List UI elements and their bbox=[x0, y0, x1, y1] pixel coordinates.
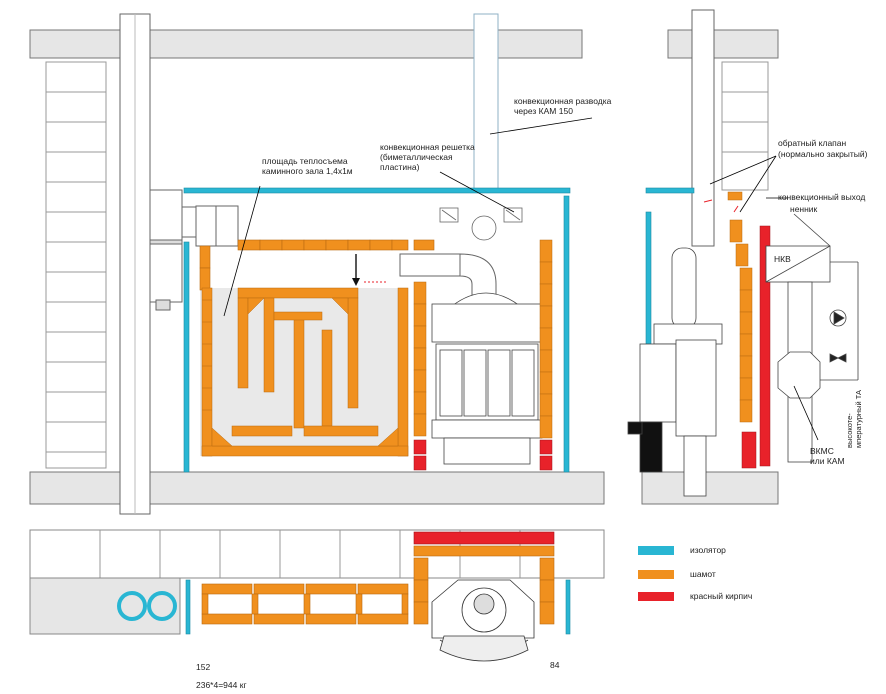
plan-fireplace-insert bbox=[431, 579, 535, 662]
chamotte-channel bbox=[201, 287, 409, 457]
floor-slab bbox=[29, 471, 605, 505]
fireplace-insert bbox=[431, 292, 543, 465]
side-floor-slab bbox=[641, 471, 779, 505]
side-ceiling-slab bbox=[667, 29, 779, 59]
red-marker-1 bbox=[703, 199, 713, 203]
check-valve-label-2: (нормально закрытый) bbox=[778, 149, 868, 159]
side-brick-wall bbox=[721, 61, 769, 191]
convection-routing-label-1: конвекционная разводка bbox=[514, 96, 612, 106]
labels: конвекционная разводка через КАМ 150 кон… bbox=[196, 96, 868, 690]
side-chimney bbox=[691, 9, 715, 247]
legend-swatch-insulator bbox=[638, 546, 674, 555]
plan-view bbox=[29, 529, 605, 662]
vkms-leader bbox=[793, 385, 819, 441]
dimension-84: 84 bbox=[550, 660, 560, 670]
chimney-pipe bbox=[119, 13, 197, 515]
side-red-brick bbox=[741, 225, 771, 469]
chamotte-top-row bbox=[199, 239, 435, 291]
check-valve-label-1: обратный клапан bbox=[778, 138, 847, 148]
red-marker-2 bbox=[733, 205, 739, 213]
convection-grille-label-1: конвекционная решетка bbox=[380, 142, 475, 152]
routing-leader bbox=[489, 117, 593, 135]
smoke-outlet bbox=[195, 205, 239, 247]
plan-chamotte bbox=[201, 545, 555, 625]
weight-note: 236*4=944 кг bbox=[196, 680, 247, 690]
side-section-view bbox=[627, 9, 859, 505]
red-brick-front bbox=[413, 439, 553, 471]
legend-swatch-red-brick bbox=[638, 592, 674, 601]
chamotte-columns-front bbox=[413, 239, 553, 439]
side-fireplace-insert bbox=[627, 247, 723, 497]
ceiling-slab bbox=[29, 29, 583, 59]
insulator-frame bbox=[183, 187, 571, 473]
flue-connector bbox=[399, 253, 497, 303]
heat-area-label-2: каминного зала 1,4х1м bbox=[262, 166, 353, 176]
heat-area-label-1: площадь теплосъема bbox=[262, 156, 348, 166]
heat-area-leader bbox=[223, 185, 261, 317]
high-temp-label-2: мпературный ТА bbox=[854, 390, 863, 448]
side-chamotte bbox=[727, 191, 753, 423]
brick-wall-left bbox=[45, 61, 107, 469]
convection-grille-label-2: (биметаллическая bbox=[380, 152, 453, 162]
legend-label-red-brick: красный кирпич bbox=[690, 591, 752, 601]
plan-red-brick bbox=[413, 531, 555, 545]
dimension-152: 152 bbox=[196, 662, 210, 672]
plan-insulator bbox=[185, 579, 571, 635]
legend-label-insulator: изолятор bbox=[690, 545, 726, 555]
front-section-view bbox=[29, 13, 605, 515]
convection-duct bbox=[473, 13, 499, 191]
legend-label-chamotte: шамот bbox=[690, 569, 716, 579]
nkv-label: НКВ bbox=[774, 254, 791, 264]
high-temp-label-1: высокоте- bbox=[845, 413, 854, 448]
down-arrow-head bbox=[352, 278, 360, 286]
check-valve-leader-2 bbox=[709, 155, 777, 185]
vkms-label-1: ВКМС bbox=[810, 446, 834, 456]
convection-grille-label-3: пластина) bbox=[380, 162, 420, 172]
vkms-label-2: или КАМ bbox=[810, 456, 845, 466]
convection-outlet-label-1: конвекционный выход bbox=[778, 192, 865, 202]
heat-exchanger-module bbox=[765, 213, 859, 463]
convection-routing-label-2: через КАМ 150 bbox=[514, 106, 573, 116]
grille-leader bbox=[439, 171, 515, 213]
plan-base-strip bbox=[29, 577, 181, 635]
convection-outlet-label-2: ненник bbox=[790, 204, 818, 214]
legend-swatch-chamotte bbox=[638, 570, 674, 579]
legend: изолятор шамот красный кирпич bbox=[638, 545, 752, 601]
check-valve-leader-1 bbox=[739, 155, 777, 213]
convection-grilles bbox=[439, 207, 523, 241]
plan-convection-pipes bbox=[117, 591, 177, 621]
